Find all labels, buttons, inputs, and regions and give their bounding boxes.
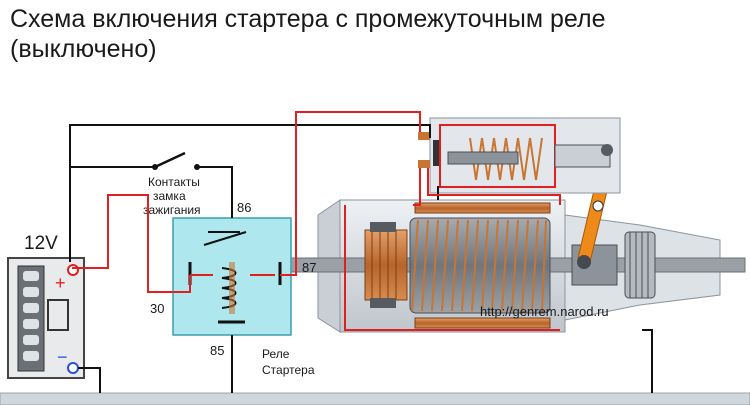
relay-pin-87: 87 xyxy=(302,260,316,275)
battery-positive-terminal xyxy=(67,264,79,276)
ignition-switch-icon xyxy=(152,151,200,170)
relay-pin-30: 30 xyxy=(150,301,164,316)
relay-coil-icon xyxy=(221,262,237,314)
title-line-2: (выключено) xyxy=(10,35,157,63)
relay-box xyxy=(172,217,292,336)
ground-bar xyxy=(0,392,750,405)
relay-label-line-1: Реле xyxy=(262,347,290,361)
watermark-url: http://genrem.narod.ru xyxy=(480,304,609,319)
title-line-1: Схема включения стартера с промежуточным… xyxy=(10,5,606,33)
armature-icon xyxy=(409,217,551,314)
battery-plus-sign: + xyxy=(55,273,66,293)
positive-wires xyxy=(72,111,561,331)
page-title: Схема включения стартера с промежуточным… xyxy=(10,4,740,64)
ignition-label-line-1: Контакты xyxy=(148,175,200,189)
starter-motor-icon xyxy=(284,164,746,333)
solenoid-icon xyxy=(418,117,621,194)
battery-minus-sign: − xyxy=(57,347,68,367)
battery-voltage-label: 12V xyxy=(24,233,58,254)
commutator-icon xyxy=(364,229,408,301)
battery-icon xyxy=(7,257,85,379)
relay-pin-85: 85 xyxy=(210,343,224,358)
battery-negative-terminal xyxy=(67,362,79,374)
ignition-label-line-2: замка xyxy=(153,189,186,203)
ground-wires xyxy=(69,124,653,393)
relay-pin-86: 86 xyxy=(237,200,251,215)
ignition-label-line-3: зажигания xyxy=(143,203,201,217)
relay-label-line-2: Стартера xyxy=(262,363,315,377)
